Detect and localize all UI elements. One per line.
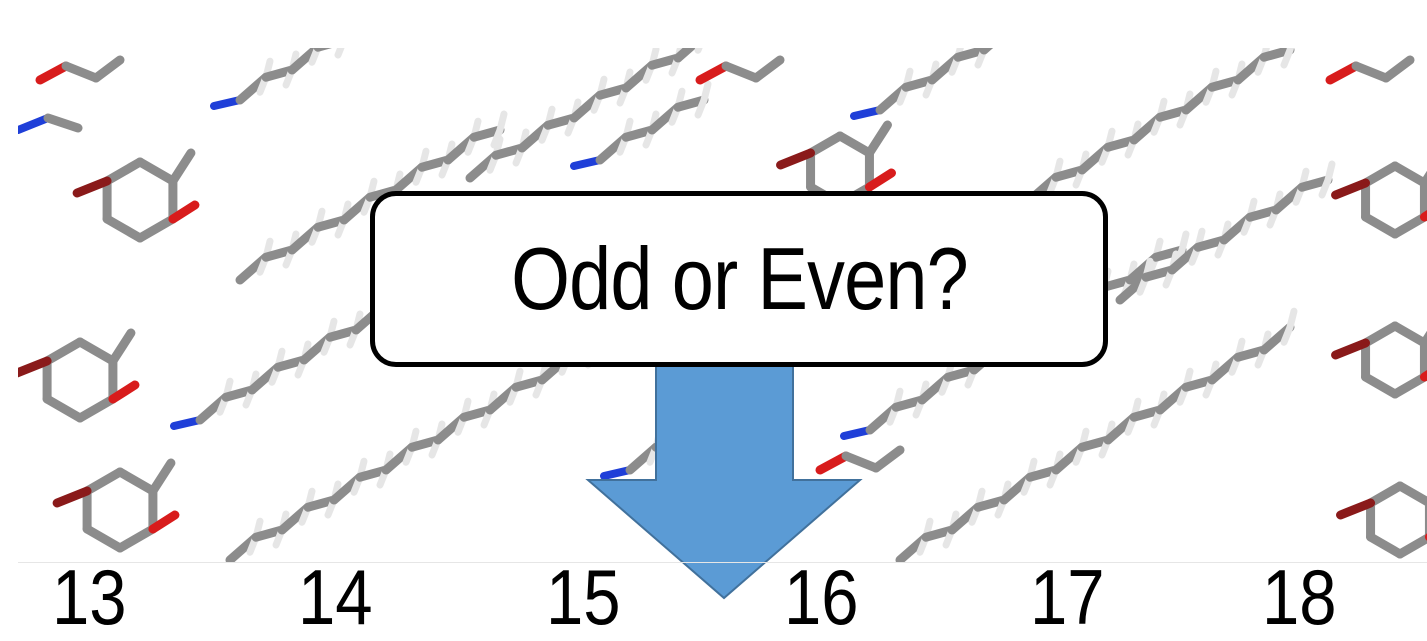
baseline-divider bbox=[18, 562, 1427, 563]
odd-or-even-callout: Odd or Even? bbox=[370, 191, 1108, 367]
down-arrow-icon bbox=[585, 364, 863, 600]
callout-text: Odd or Even? bbox=[510, 229, 969, 328]
alkyl-chain-molecules bbox=[18, 48, 1427, 562]
chain-length-13: 13 bbox=[52, 553, 127, 641]
chain-length-14: 14 bbox=[298, 553, 373, 641]
chain-length-17: 17 bbox=[1030, 553, 1105, 641]
chain-length-15: 15 bbox=[546, 553, 621, 641]
chain-length-16: 16 bbox=[784, 553, 859, 641]
chain-length-18: 18 bbox=[1262, 553, 1337, 641]
